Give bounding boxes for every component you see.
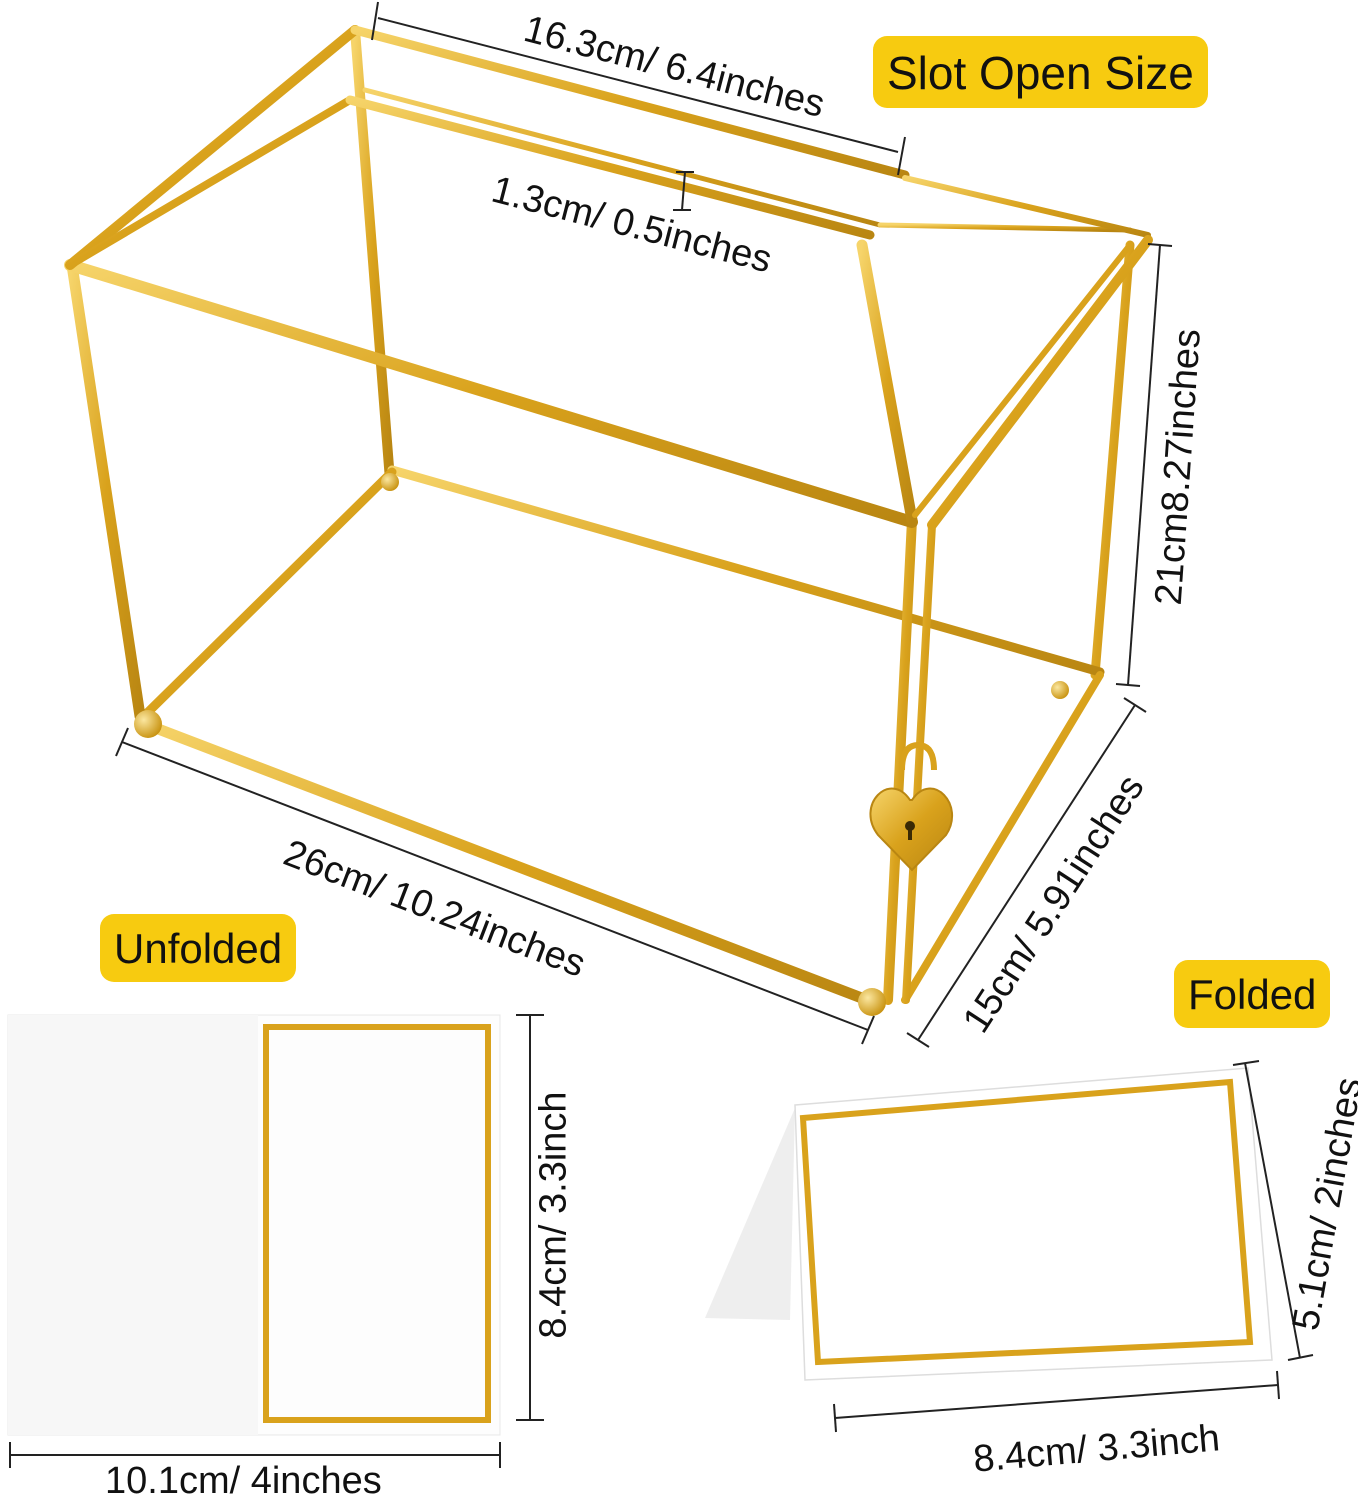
heart-lock-icon (869, 741, 953, 872)
folded-dimension-lines (833, 1060, 1314, 1433)
dimension-lines (115, 1, 1173, 1048)
unfolded-width-dimension: 10.1cm/ 4inches (105, 1460, 382, 1502)
unfolded-dimension-lines (9, 1014, 544, 1468)
unfolded-height-dimension: 8.4cm/ 3.3inch (532, 1091, 575, 1339)
folded-label: Folded (1174, 960, 1331, 1028)
unfolded-card (7, 1014, 501, 1436)
card-box-frame (64, 25, 1153, 1011)
box-feet (134, 473, 1069, 1016)
unfolded-label: Unfolded (100, 914, 297, 982)
folded-card (705, 1067, 1273, 1381)
slot-open-size-label: Slot Open Size (873, 36, 1208, 108)
